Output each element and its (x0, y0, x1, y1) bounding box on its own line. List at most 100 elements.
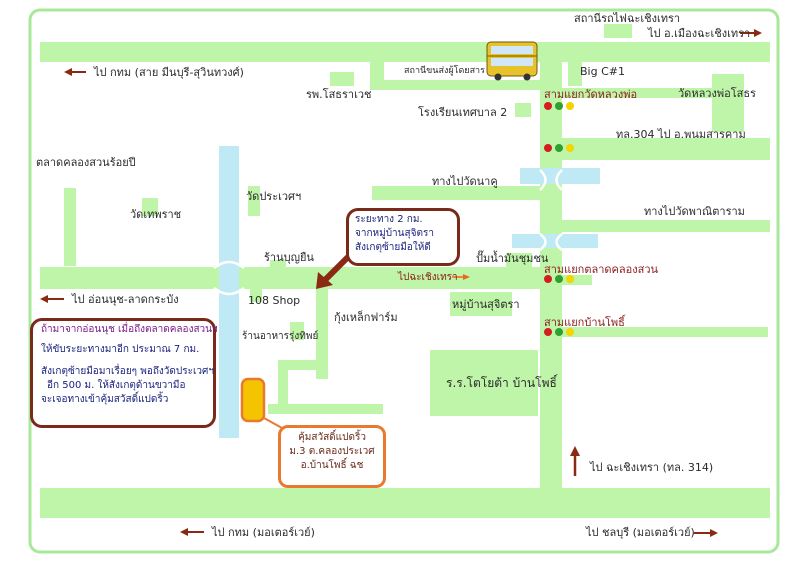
bridge-arc-top (213, 260, 245, 270)
hospital-label: รพ.โสธราเวช (306, 88, 372, 101)
callout-line-3: สังเกตุซ้ายมือให้ดี (355, 242, 431, 253)
landmark-blocks (64, 24, 744, 416)
road-bigc-link (568, 62, 582, 86)
wat-sothon-block (712, 74, 744, 132)
road-304 (562, 138, 770, 160)
market-label: ตลาดคลองสวนร้อยปี (36, 156, 136, 169)
traffic-light-market (544, 275, 574, 283)
to-wat-phan-label: ทางไปวัดพาณิตาราม (644, 205, 745, 218)
destination-box: คุ้มสวัสดิ์แปดริ้ว ม.3 ต.คลองประเวศ อ.บ้… (278, 425, 386, 488)
road-top (40, 42, 770, 62)
big-c-label: Big C#1 (580, 65, 625, 78)
bridge-lower-right (555, 232, 563, 252)
road-banpho (562, 327, 768, 337)
to-chacheng-314-label: ไป ฉะเชิงเทรา (ทล. 314) (590, 461, 714, 474)
directions-line-3: สังเกตุซ้ายมือมาเรื่อยๆ พอถึงวัดประเวศฯ (41, 366, 214, 377)
to-wat-nakhu-label: ทางไปวัดนาคู (432, 175, 498, 188)
route304-label: ทล.304 ไป อ.พนมสารคาม (616, 128, 746, 141)
arrow-left-bkk-icon (64, 68, 86, 76)
wat-sothon-label: วัดหลวงพ่อโสธร (678, 87, 756, 100)
traffic-light-304 (544, 144, 574, 152)
to-chacheng-mid-label: ไปฉะเชิงเทรา (398, 272, 458, 283)
shop-boonyuen-label: ร้านบุญยืน (264, 251, 314, 264)
home-pointer-line (263, 417, 283, 429)
road-farm-link (278, 360, 328, 370)
bridges (213, 169, 563, 296)
road-shrimp-farm (316, 289, 328, 379)
canal-vertical (219, 146, 239, 438)
callout-line-1: ระยะทาง 2 กม. (355, 214, 423, 225)
canal-upper (520, 168, 600, 184)
destination-line-3: อ.บ้านโพธิ์ ฉช (300, 460, 364, 471)
toyota-label: ร.ร.โตโยต้า บ้านโพธิ์ (446, 376, 557, 390)
hospital-block (330, 72, 354, 86)
directions-line-2: ให้ขับระยะทางมาอีก ประมาณ 7 กม. (41, 344, 200, 355)
to-bkk-motorway-label: ไป กทม (มอเตอร์เวย์) (212, 526, 315, 539)
home-marker (240, 377, 266, 423)
shop108-label: 108 Shop (248, 294, 301, 307)
arrow-right-chacheng-icon (452, 274, 470, 280)
direction-arrows (40, 29, 762, 537)
shrimp-farm-label: กุ้งเหล็กฟาร์ม (334, 311, 398, 324)
bus-terminal-label: สถานีขนส่งผู้โดยสาร (404, 66, 485, 76)
road-wat-phan (562, 220, 770, 232)
directions-line-5: จะเจอทางเข้าคุ้มสวัสดิ์แปดริ้ว (41, 394, 169, 405)
arrow-left-onnut-icon (40, 295, 64, 303)
restaurant-block (290, 322, 304, 340)
road-home-lane (268, 404, 383, 414)
traffic-lights (544, 102, 574, 336)
road-home-access (278, 360, 288, 410)
station-label: สถานีรถไฟฉะเชิงเทรา (574, 12, 681, 25)
directions-box: ถ้ามาจากอ่อนนุช เมื่อถึงตลาดคลองสวนฯ ให้… (30, 318, 218, 428)
junction-wat-label: สามแยกวัดหลวงพ่อ (544, 88, 638, 101)
road-bus-terminal (370, 80, 540, 90)
arrow-right-chonburi-icon (694, 529, 718, 537)
road-wat-nakhu (372, 186, 542, 200)
bridge-upper-left (539, 169, 547, 191)
arrow-right-mueang-icon (740, 29, 762, 37)
road-motorway (40, 488, 770, 518)
arrow-up-314-icon (570, 446, 580, 476)
bus-icon (486, 41, 538, 81)
shop108-block (250, 288, 262, 302)
gas-station-label: ปั๊มน้ำมันชุมชน (476, 252, 549, 265)
canal-lower (512, 234, 598, 248)
wat-thep-label: วัดเทพราช (130, 208, 182, 221)
destination-line-1: คุ้มสวัสดิ์แปดริ้ว (298, 432, 366, 443)
school-label: โรงเรียนเทศบาล 2 (418, 106, 508, 119)
bridge-arc-bottom (213, 286, 245, 296)
school-block (515, 103, 531, 117)
boonyuen-block (270, 260, 286, 268)
callout-line-2: จากหมู่บ้านสุจิตรา (355, 228, 434, 239)
junction-banpho-label: สามแยกบ้านโพธิ์ (544, 316, 625, 329)
bridge-lower-left (539, 232, 547, 252)
road-wat-sothon (560, 88, 728, 98)
to-chonburi-label: ไป ชลบุรี (มอเตอร์เวย์) (586, 526, 695, 539)
road-main-horizontal (40, 267, 542, 289)
wat-thep-block (142, 198, 158, 216)
market-block (64, 188, 76, 266)
directions-line-4: อีก 500 ม. ให้สังเกตุด้านขวามือ (47, 380, 186, 391)
to-bkk-top-label: ไป กทม (สาย มีนบุรี-สุวินทวงศ์) (94, 66, 244, 79)
station-block (604, 24, 632, 38)
to-mueang-label: ไป อ.เมืองฉะเชิงเทรา (648, 27, 751, 40)
callout-pointer-icon (316, 254, 351, 289)
village-sujittra-label: หมู่บ้านสุจิตรา (452, 298, 520, 311)
toyota-block (430, 350, 538, 416)
canals (219, 146, 600, 438)
gas-block (506, 253, 532, 267)
destination-line-2: ม.3 ต.คลองประเวศ (289, 446, 375, 457)
to-onnut-label: ไป อ่อนนุช-ลาดกระบัง (72, 293, 179, 306)
village-block (450, 292, 512, 316)
junction-market-label: สามแยกตลาดคลองสวน (544, 263, 659, 276)
distance-callout: ระยะทาง 2 กม. จากหมู่บ้านสุจิตรา สังเกตุ… (346, 208, 460, 266)
traffic-light-banpho (544, 328, 574, 336)
restaurant-label: ร้านอาหารรุ่งทิพย์ (242, 331, 319, 342)
traffic-light-wat (544, 102, 574, 110)
bridge-upper-right (555, 169, 563, 191)
road-market-spur (562, 275, 592, 285)
wat-prawet-label: วัดประเวศฯ (246, 190, 302, 203)
roads (40, 42, 770, 518)
directions-line-1: ถ้ามาจากอ่อนนุช เมื่อถึงตลาดคลองสวนฯ (41, 324, 218, 335)
